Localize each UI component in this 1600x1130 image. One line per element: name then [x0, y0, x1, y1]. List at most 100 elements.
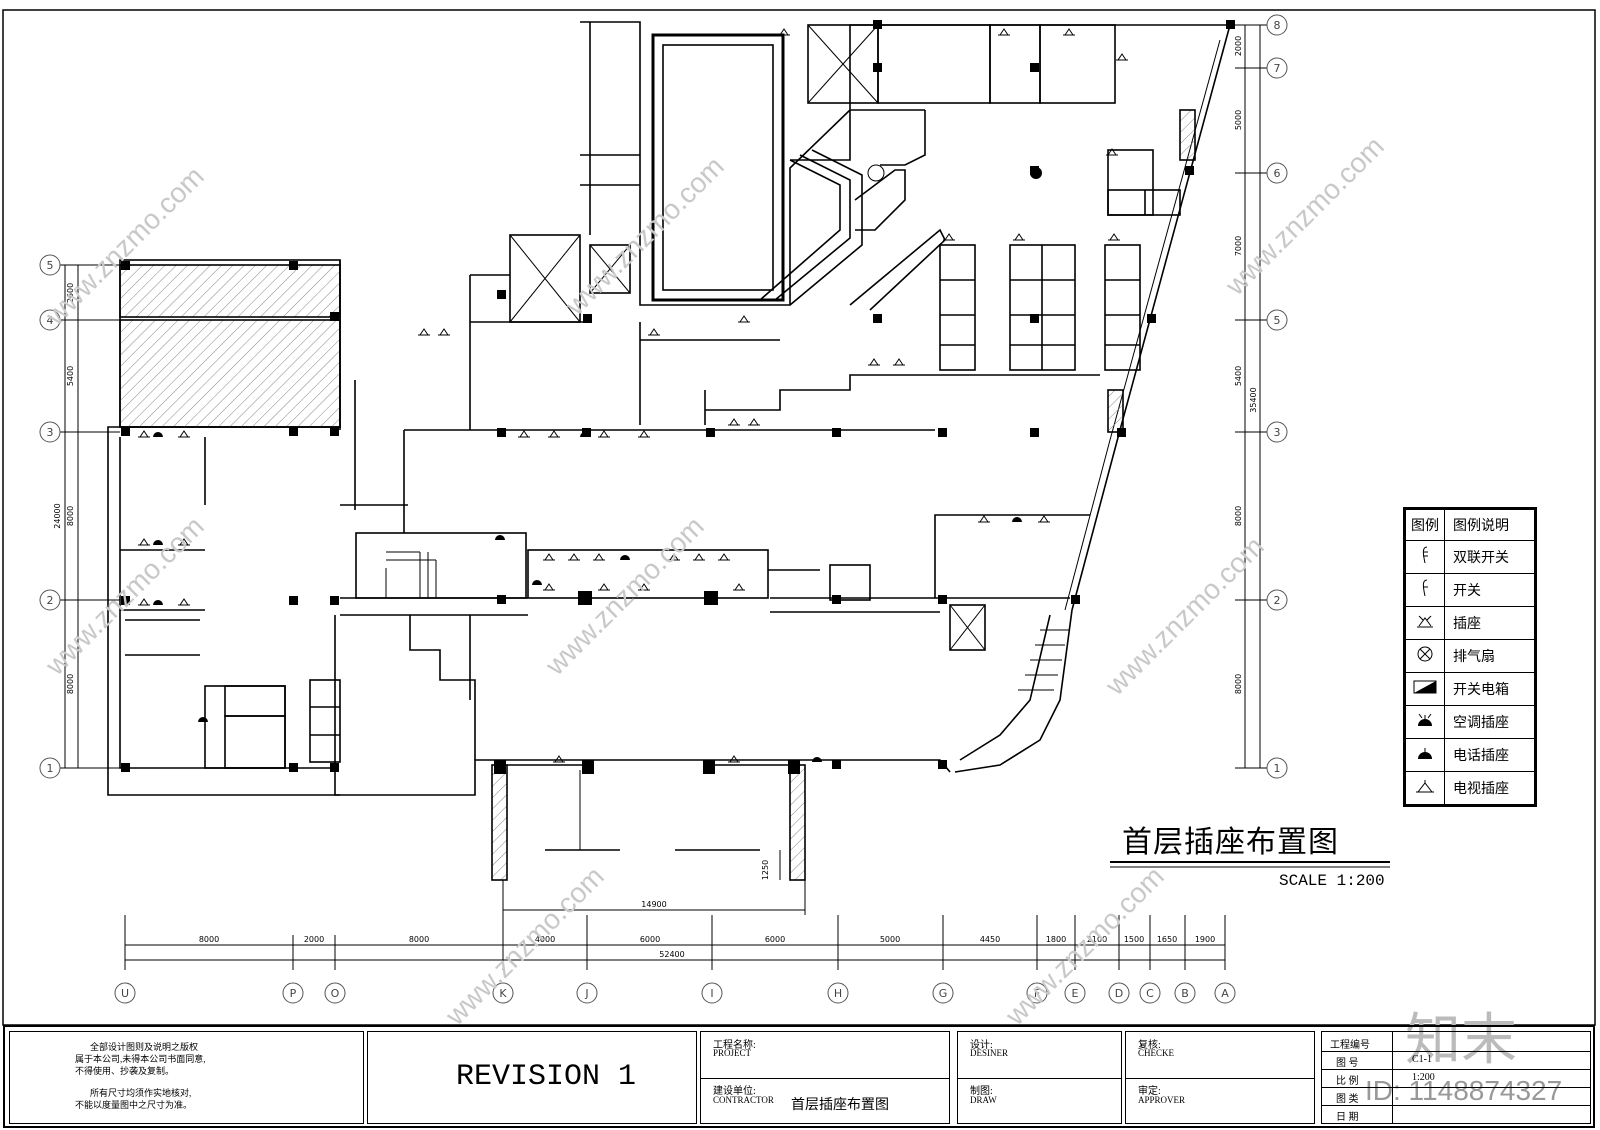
legend-label: 空调插座 — [1444, 705, 1535, 739]
col-bubble: E — [1072, 987, 1079, 1000]
col-bubble: F — [1034, 987, 1040, 1000]
design-label-en: DESINER — [970, 1048, 1008, 1058]
col-dim: 4000 — [535, 935, 555, 944]
row-bubble-right: 5 — [1274, 314, 1281, 327]
approve-label: 审定: — [1138, 1086, 1161, 1097]
row-dim-right: 8000 — [1234, 674, 1243, 694]
col-dim: 8000 — [199, 935, 219, 944]
row-dim-right: 7000 — [1234, 236, 1243, 256]
col-dim: 6000 — [765, 935, 785, 944]
draw-label: 制图: — [970, 1086, 993, 1097]
row-bubble-left: 4 — [47, 314, 54, 327]
row-dim-left: 8000 — [66, 506, 75, 526]
type-label: 图 类 — [1336, 1094, 1359, 1105]
legend-label: 电视插座 — [1444, 771, 1535, 805]
switch-icon — [1405, 573, 1445, 607]
drawing-name: 首层插座布置图 — [791, 1097, 889, 1113]
ac-socket-icon — [1405, 705, 1445, 739]
double-switch-icon — [1405, 540, 1445, 574]
col-dim: 2000 — [304, 935, 324, 944]
wall-outline — [107, 21, 1231, 881]
col-dim: 8000 — [409, 935, 429, 944]
project-label: 工程名称: — [713, 1040, 756, 1051]
row-bubble-left: 1 — [47, 762, 54, 775]
legend-label: 双联开关 — [1444, 540, 1535, 574]
col-bubble: G — [939, 987, 948, 1000]
check-label-en: CHECKE — [1138, 1048, 1174, 1058]
socket-symbols — [138, 28, 1128, 763]
col-bubble: P — [290, 987, 297, 1000]
socket-icon — [1405, 606, 1445, 640]
legend-table: 图例 图例说明 双联开关 开关 插座 排气扇 开关电箱 空调插座 — [1403, 507, 1537, 807]
col-bubble: U — [121, 987, 129, 1000]
brand-watermark: 知末 — [1405, 1008, 1517, 1073]
col-bubble: O — [331, 987, 340, 1000]
row-dim-right: 5000 — [1234, 110, 1243, 130]
drawing-title: 首层插座布置图 — [1122, 825, 1339, 860]
col-bubble: H — [834, 987, 842, 1000]
legend-label: 开关电箱 — [1444, 672, 1535, 706]
col-dim: 1800 — [1046, 935, 1066, 944]
info-cell: 工程编号 图 号 C1-1 比 例 1:200 图 类 日 期 — [1321, 1031, 1591, 1124]
project-label-en: PROJECT — [713, 1048, 752, 1058]
row-bubble-right: 2 — [1274, 594, 1281, 607]
row-dim-left: 5400 — [66, 366, 75, 386]
entrance-depth: 1250 — [761, 860, 770, 880]
col-dim: 6000 — [640, 935, 660, 944]
col-bubble: I — [710, 987, 713, 1000]
copyright-line: 不能以度量图中之尺寸为准。 — [75, 1100, 193, 1110]
title-block: 全部设计图则及说明之版权 属于本公司,未得本公司书面同意, 不得使用、抄袭及复制… — [3, 1025, 1595, 1128]
row-dim-right-total: 35400 — [1249, 387, 1258, 412]
col-dim: 1900 — [1195, 935, 1215, 944]
legend-header-symbol: 图例 — [1405, 509, 1445, 541]
row-dim-right: 8000 — [1234, 506, 1243, 526]
dimension-lines — [60, 24, 1270, 970]
col-dim: 1500 — [1124, 935, 1144, 944]
col-dim: 5000 — [880, 935, 900, 944]
ratio-label: 比 例 — [1336, 1076, 1359, 1087]
id-watermark: ID: 1148874327 — [1365, 1075, 1563, 1106]
row-bubble-right: 6 — [1274, 167, 1281, 180]
project-cell: 工程名称: PROJECT 建设单位: CONTRACTOR 首层插座布置图 — [700, 1031, 950, 1124]
revision-label: REVISION 1 — [456, 1060, 637, 1094]
row-dim-left-total: 24000 — [53, 503, 62, 528]
draw-label-en: DRAW — [970, 1095, 997, 1105]
legend-label: 开关 — [1444, 573, 1535, 607]
legend-label: 排气扇 — [1444, 639, 1535, 673]
entrance-width: 14900 — [641, 900, 666, 909]
row-bubble-left: 3 — [47, 426, 54, 439]
checker-cell: 复核: CHECKE 审定: APPROVER — [1125, 1031, 1315, 1124]
drawing-no-label: 图 号 — [1336, 1058, 1359, 1069]
legend-label: 电话插座 — [1444, 738, 1535, 772]
drawing-no: C1-1 — [1412, 1054, 1432, 1065]
row-bubble-right: 3 — [1274, 426, 1281, 439]
ratio-value: 1:200 — [1412, 1072, 1435, 1083]
row-bubble-right: 1 — [1274, 762, 1281, 775]
col-bubble: B — [1181, 987, 1189, 1000]
structural-columns — [121, 20, 1235, 774]
revision-cell: REVISION 1 — [367, 1031, 697, 1124]
designer-cell: 设计: DESINER 制图: DRAW — [957, 1031, 1122, 1124]
col-bubble: J — [584, 987, 588, 1000]
col-dim-total: 52400 — [659, 950, 684, 959]
legend-header-desc: 图例说明 — [1444, 509, 1535, 541]
row-bubble-right: 8 — [1274, 19, 1281, 32]
row-bubble-left: 2 — [47, 594, 54, 607]
row-bubble-left: 5 — [47, 259, 54, 272]
switch-box-icon — [1405, 672, 1445, 706]
col-dim: 4450 — [980, 935, 1000, 944]
project-no-label: 工程编号 — [1330, 1040, 1370, 1051]
copyright-cell: 全部设计图则及说明之版权 属于本公司,未得本公司书面同意, 不得使用、抄袭及复制… — [9, 1031, 364, 1124]
copyright-line: 不得使用、抄袭及复制。 — [75, 1066, 175, 1076]
check-label: 复核: — [1138, 1040, 1161, 1051]
design-label: 设计: — [970, 1040, 993, 1051]
drawing-scale: SCALE 1:200 — [1279, 872, 1385, 890]
col-bubble: D — [1115, 987, 1123, 1000]
copyright-line: 属于本公司,未得本公司书面同意, — [75, 1054, 206, 1064]
row-dim-left: 2600 — [66, 283, 75, 303]
col-bubble: C — [1146, 987, 1154, 1000]
row-bubble-right: 7 — [1274, 62, 1281, 75]
contractor-label: 建设单位: — [713, 1086, 756, 1097]
approve-label-en: APPROVER — [1138, 1095, 1186, 1105]
